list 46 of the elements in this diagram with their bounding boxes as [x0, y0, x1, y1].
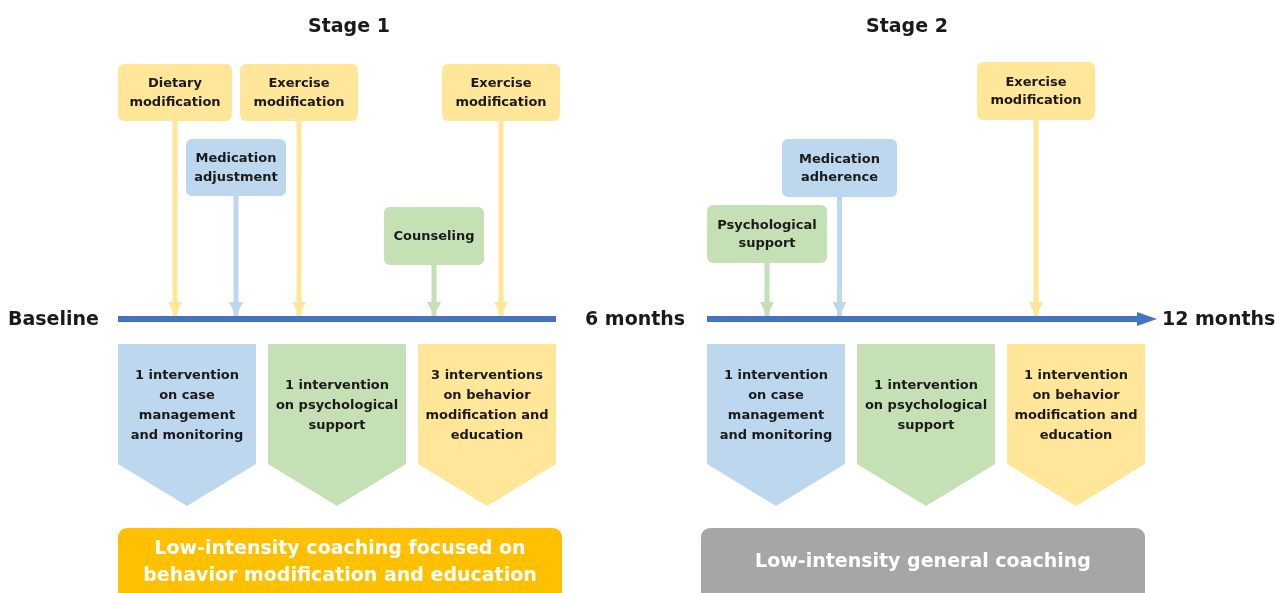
intervention-text: 1 intervention on case management and monitoring	[718, 365, 834, 445]
coaching-text: Low-intensity general coaching	[754, 548, 1092, 574]
timepoint-label: 6 months	[585, 307, 686, 329]
intervention-pentagon	[857, 344, 995, 506]
arrow	[292, 121, 306, 316]
callout-text: Exercise modification	[989, 72, 1083, 109]
intervention-pentagon	[268, 344, 406, 506]
callout-box	[782, 139, 897, 197]
callout-box	[384, 207, 484, 265]
arrow	[168, 121, 182, 316]
callout-box	[186, 139, 286, 196]
callout-box	[240, 64, 358, 121]
callout-text: Psychological support	[716, 215, 818, 252]
intervention-pentagon	[118, 344, 256, 506]
callout-text: Exercise modification	[252, 74, 346, 111]
intervention-pentagon	[418, 344, 556, 506]
callout-box	[118, 64, 232, 121]
arrow	[494, 121, 508, 316]
timeline-arrow	[707, 312, 1157, 326]
coaching-banner	[118, 528, 562, 593]
intervention-pentagon	[1007, 344, 1145, 506]
arrow	[760, 263, 774, 316]
intervention-text: 1 intervention on psychological support	[863, 375, 989, 435]
coaching-banner	[701, 528, 1145, 593]
callout-text: Exercise modification	[454, 74, 548, 111]
arrow	[427, 265, 441, 316]
intervention-pentagon	[707, 344, 845, 506]
callout-box	[442, 64, 560, 121]
intervention-text: 1 intervention on psychological support	[274, 375, 400, 435]
callout-text: Dietary modification	[128, 74, 222, 111]
arrow	[1029, 120, 1043, 316]
callout-box	[977, 62, 1095, 120]
timepoint-label: 12 months	[1162, 307, 1275, 329]
timepoint-label: Baseline	[8, 307, 99, 329]
stage-heading: Stage 2	[866, 14, 948, 36]
intervention-text: 3 interventions on behavior modification and education	[424, 365, 550, 445]
arrow	[229, 196, 243, 316]
stage-heading: Stage 1	[308, 14, 390, 36]
callout-text: Medication adherence	[798, 149, 881, 186]
intervention-text: 1 intervention on behavior modification and education	[1013, 365, 1139, 445]
callout-text: Medication adjustment	[193, 149, 279, 186]
intervention-text: 1 intervention on case management and monitoring	[129, 365, 245, 445]
callout-text: Counseling	[393, 226, 475, 245]
coaching-text: Low-intensity coaching focused on behavior modification and education	[142, 534, 538, 587]
callout-box	[707, 205, 827, 263]
arrow	[832, 197, 847, 316]
